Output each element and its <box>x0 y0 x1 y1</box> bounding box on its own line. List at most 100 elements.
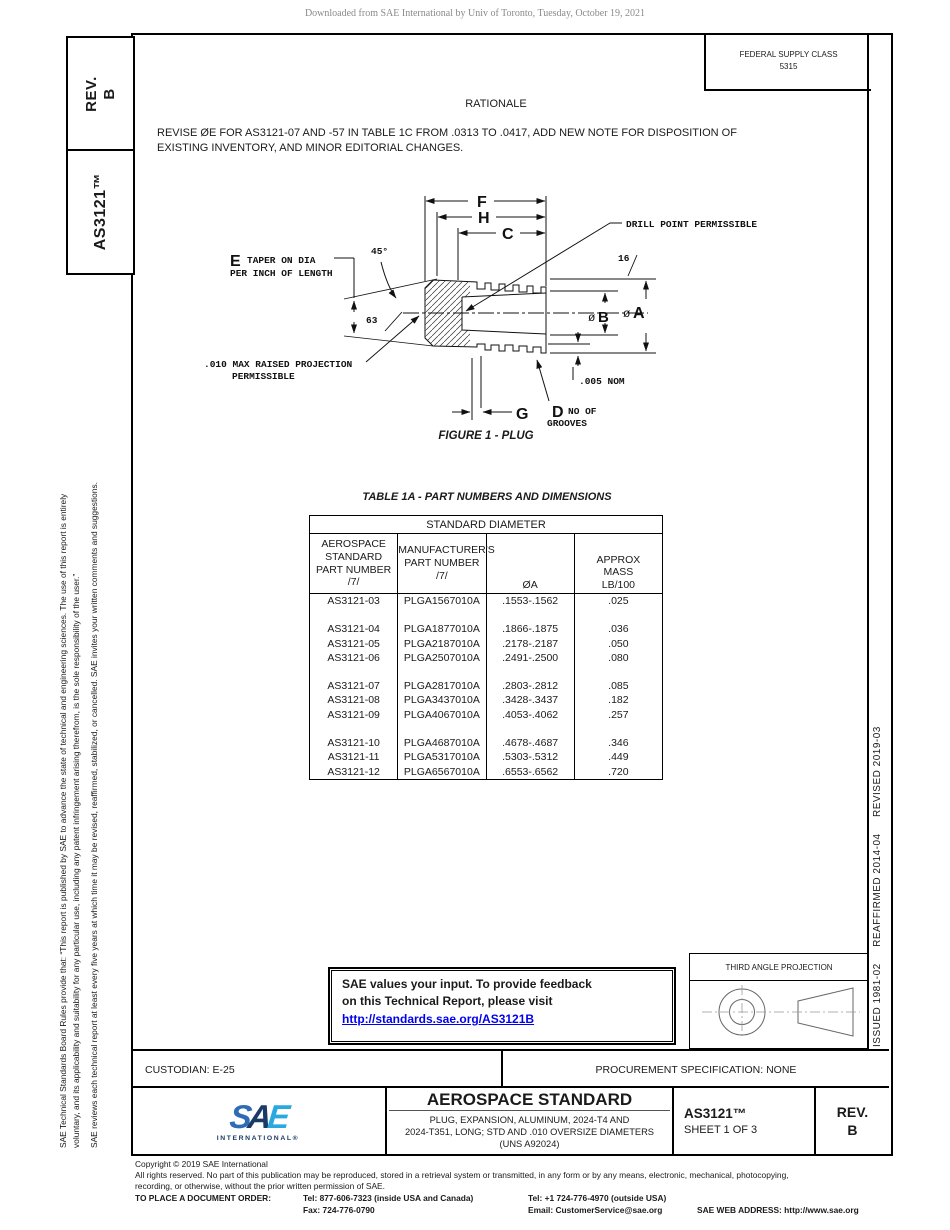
figure-plug-drawing: F H C E TAPER ON DIA PER INCH OF LENGTH … <box>204 194 757 429</box>
no-of-label: NO OF <box>568 406 597 417</box>
sae-logo: SAE INTERNATIONAL® <box>131 1088 387 1154</box>
cell-mass: .720 <box>573 764 664 780</box>
fax-line: Fax: 724-776-0790 <box>303 1205 375 1215</box>
rationale-line-1: REVISE ØE FOR AS3121-07 AND -57 IN TABLE… <box>157 127 737 139</box>
cell-mass: .182 <box>573 693 664 708</box>
custodian-cell: CUSTODIAN: E-25 <box>131 1051 503 1088</box>
title-block-number-cell: AS3121™ SHEET 1 OF 3 <box>674 1088 816 1154</box>
sae-logo-subtext: INTERNATIONAL® <box>216 1135 300 1142</box>
cell-mfr: PLGA1567010A <box>397 593 486 609</box>
procurement-cell: PROCUREMENT SPECIFICATION: NONE <box>595 1063 797 1076</box>
cell-dia: .4678-.4687 <box>485 736 575 751</box>
third-angle-projection-icon <box>702 985 860 1039</box>
finish-63-label: 63 <box>366 315 378 326</box>
table-row: AS3121-07 PLGA2817010A .2803-.2812 .085 <box>308 679 664 694</box>
col-header-part: AEROSPACE STANDARD PART NUMBER /7/ <box>308 533 398 594</box>
custodian-row: CUSTODIAN: E-25 PROCUREMENT SPECIFICATIO… <box>131 1049 889 1088</box>
doc-number-sidebar-box: AS3121™ <box>66 149 135 275</box>
email-line: Email: CustomerService@sae.org <box>528 1205 663 1215</box>
raised-projection-note-line1: .010 MAX RAISED PROJECTION <box>204 359 353 370</box>
cell-mass: .085 <box>573 679 664 694</box>
dim-label-c: C <box>502 226 514 243</box>
table-spacer-row <box>308 608 664 623</box>
download-notice: Downloaded from SAE International by Uni… <box>304 8 646 19</box>
disclaimer-line-2: voluntary, and its applicability and sui… <box>71 573 82 1148</box>
title-block-center: AEROSPACE STANDARD PLUG, EXPANSION, ALUM… <box>387 1088 674 1154</box>
cell-dia: .1553-.1562 <box>485 593 575 609</box>
cell-part: AS3121-06 <box>308 650 398 666</box>
rationale-line-2: EXISTING INVENTORY, AND MINOR EDITORIAL … <box>157 141 464 154</box>
table-row: AS3121-04 PLGA1877010A .1866-.1875 .036 <box>308 622 664 637</box>
cell-dia: .2178-.2187 <box>485 636 575 651</box>
table-row: AS3121-05 PLGA2187010A .2178-.2187 .050 <box>308 636 664 651</box>
cell-mfr: PLGA6567010A <box>397 764 486 780</box>
copyright-line: Copyright © 2019 SAE International <box>135 1159 268 1169</box>
feedback-link[interactable]: http://standards.sae.org/AS3121B <box>342 1011 535 1026</box>
cell-mfr: PLGA4687010A <box>397 736 486 751</box>
cell-part: AS3121-03 <box>308 593 398 609</box>
table-row: AS3121-09 PLGA4067010A .4053-.4062 .257 <box>308 707 664 723</box>
cell-mfr: PLGA2507010A <box>397 650 486 666</box>
document-subtitle-1: PLUG, EXPANSION, ALUMINUM, 2024-T4 AND <box>429 1115 630 1125</box>
dim-label-a: A <box>633 305 645 322</box>
col-header-mass: APPROX MASS LB/100 <box>573 533 664 594</box>
taper-note-line1: TAPER ON DIA <box>247 255 316 266</box>
cell-mass: .036 <box>573 622 664 637</box>
cell-part: AS3121-10 <box>308 736 398 751</box>
table-row: AS3121-06 PLGA2507010A .2491-.2500 .080 <box>308 650 664 666</box>
table-spacer-row <box>308 722 664 737</box>
rev-sidebar-box: REV. B <box>66 36 135 151</box>
tel-inside: Tel: 877-606-7323 (inside USA and Canada… <box>303 1193 474 1203</box>
nom-005-label: .005 NOM <box>579 376 625 387</box>
dim-label-h: H <box>478 210 490 227</box>
rationale-text: REVISE ØE FOR AS3121-07 AND -57 IN TABLE… <box>157 126 857 156</box>
sae-logo-e: E <box>265 1098 288 1135</box>
cell-part: AS3121-08 <box>308 693 398 708</box>
grooves-label: GROOVES <box>547 418 587 429</box>
col-header-dia: ØA <box>485 533 575 594</box>
document-number: AS3121™ <box>684 1106 747 1121</box>
angle-45-label: 45° <box>371 246 388 257</box>
cell-mfr: PLGA4067010A <box>397 707 486 723</box>
dim-label-f: F <box>477 194 487 211</box>
cell-mfr: PLGA2187010A <box>397 636 486 651</box>
cell-mass: .025 <box>573 593 664 609</box>
cell-part: AS3121-12 <box>308 764 398 780</box>
col-header-mfr: MANUFACTURER'S PART NUMBER /7/ <box>397 533 495 594</box>
doc-number-sidebar-label: AS3121™ <box>91 173 109 251</box>
web-address-line: SAE WEB ADDRESS: http://www.sae.org <box>697 1205 859 1215</box>
feedback-box: SAE values your input. To provide feedba… <box>328 967 676 1045</box>
document-subtitle-2: 2024-T351, LONG; STD AND .010 OVERSIZE D… <box>404 1127 655 1138</box>
cell-dia: .1866-.1875 <box>485 622 575 637</box>
cell-part: AS3121-11 <box>308 750 398 765</box>
cell-mfr: PLGA1877010A <box>397 622 486 637</box>
cell-part: AS3121-05 <box>308 636 398 651</box>
table-span-header: STANDARD DIAMETER <box>309 515 663 534</box>
table-row: AS3121-03 PLGA1567010A .1553-.1562 .025 <box>308 593 664 609</box>
cell-mfr: PLGA3437010A <box>397 693 486 708</box>
main-frame <box>131 33 893 1156</box>
feedback-line-1: SAE values your input. To provide feedba… <box>342 977 592 991</box>
taper-note-line2: PER INCH OF LENGTH <box>230 268 333 279</box>
table-row: AS3121-10 PLGA4687010A .4678-.4687 .346 <box>308 736 664 751</box>
cell-mass: .449 <box>573 750 664 765</box>
cell-dia: .6553-.6562 <box>485 764 575 780</box>
table-title: TABLE 1A - PART NUMBERS AND DIMENSIONS <box>362 491 612 503</box>
cell-dia: .2491-.2500 <box>485 650 575 666</box>
dim-label-g: G <box>516 406 528 423</box>
sidebar-disclaimer: SAE Technical Standards Board Rules prov… <box>57 288 101 1148</box>
rationale-heading: RATIONALE <box>465 98 527 110</box>
cell-dia: .5303-.5312 <box>485 750 575 765</box>
order-label: TO PLACE A DOCUMENT ORDER: <box>135 1193 272 1203</box>
table-spacer-row <box>308 665 664 680</box>
plug-dimension-labels: F H C E TAPER ON DIA PER INCH OF LENGTH … <box>204 194 757 429</box>
cell-part: AS3121-04 <box>308 622 398 637</box>
dim-label-d: D <box>552 404 564 421</box>
third-angle-projection-label: THIRD ANGLE PROJECTION <box>690 954 868 981</box>
raised-projection-note-line2: PERMISSIBLE <box>232 371 295 382</box>
phi-a-symbol: ø <box>623 306 631 320</box>
drill-point-note: DRILL POINT PERMISSIBLE <box>626 219 757 230</box>
cell-mfr: PLGA5317010A <box>397 750 486 765</box>
feedback-line-2: on this Technical Report, please visit <box>342 994 553 1009</box>
